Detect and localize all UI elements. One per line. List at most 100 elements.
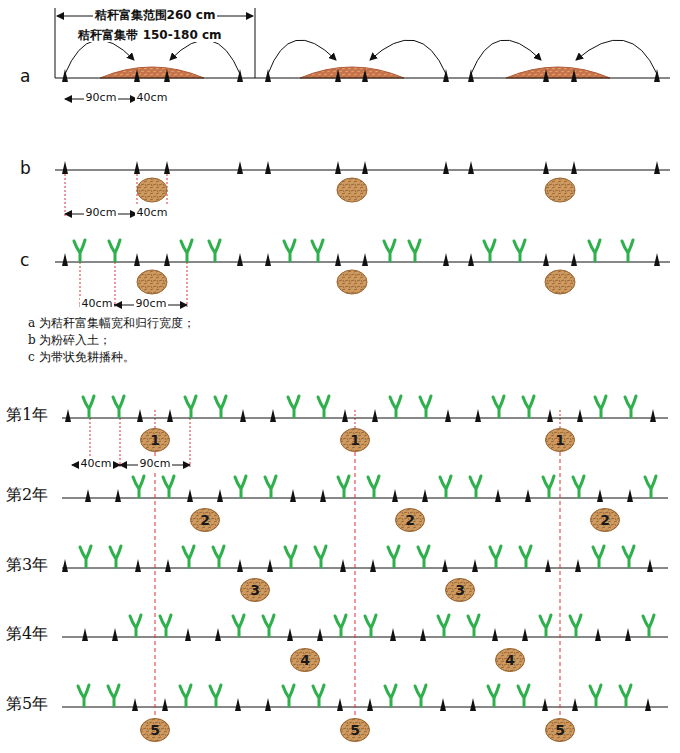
dimension-label: 90cm <box>84 206 119 219</box>
row-stake <box>543 161 549 174</box>
row-stake <box>650 409 656 422</box>
row-stake <box>237 253 243 266</box>
numbered-straw-pile: 5 <box>545 718 575 742</box>
caption-note: a 为秸秆富集幅宽和归行宽度； <box>28 316 195 330</box>
row-stake <box>372 409 378 422</box>
row-stake <box>492 628 498 641</box>
row-stake <box>495 489 501 502</box>
row-stake <box>237 69 243 82</box>
seedling <box>313 685 324 706</box>
numbered-straw-pile: 3 <box>445 578 475 602</box>
straw-pile <box>545 178 575 202</box>
dimension-label: 40cm <box>135 91 170 104</box>
seedling <box>493 396 504 417</box>
ground-line <box>55 78 670 79</box>
straw-pile <box>545 270 575 294</box>
row-stake <box>443 253 449 266</box>
row-stake <box>62 161 68 174</box>
row-stake <box>543 253 549 266</box>
seedling <box>318 396 329 417</box>
alignment-dashed-line <box>355 452 356 718</box>
row-stake <box>440 698 446 711</box>
seedling <box>570 615 581 636</box>
row-stake <box>370 559 376 572</box>
seedling <box>589 240 600 261</box>
ground-line <box>55 170 670 171</box>
pile-number: 4 <box>290 652 320 668</box>
numbered-straw-pile: 1 <box>140 428 170 452</box>
seedling <box>643 615 654 636</box>
seedling <box>523 396 534 417</box>
numbered-straw-pile: 4 <box>290 648 320 672</box>
row-stake <box>82 628 88 641</box>
seedling <box>520 546 531 567</box>
seedling <box>335 615 346 636</box>
row-stake <box>167 409 173 422</box>
seedling <box>390 396 401 417</box>
numbered-straw-pile: 2 <box>395 508 425 532</box>
straw-pile <box>337 178 367 202</box>
dimension-label: 40cm <box>79 457 114 470</box>
numbered-straw-pile: 1 <box>545 428 575 452</box>
row-stake <box>575 559 581 572</box>
pile-outline <box>496 649 525 672</box>
row-stake <box>470 698 476 711</box>
dimension-label: 40cm <box>80 297 115 310</box>
row-stake <box>164 253 170 266</box>
dimension-label: 90cm <box>84 91 119 104</box>
pile-number: 3 <box>240 582 270 598</box>
pile-number: 5 <box>545 722 575 738</box>
seedling <box>645 476 656 497</box>
pile-outline <box>396 509 425 532</box>
row-stake <box>317 628 323 641</box>
ground-line <box>62 498 668 499</box>
dimension-label: 第2年 <box>6 485 48 504</box>
seedling <box>625 396 636 417</box>
seedling <box>233 615 244 636</box>
row-stake <box>542 698 548 711</box>
row-stake <box>137 409 143 422</box>
seedling <box>488 685 499 706</box>
pile-number: 3 <box>445 582 475 598</box>
seedling <box>80 546 91 567</box>
seedling <box>590 685 601 706</box>
row-stake <box>237 161 243 174</box>
row-stake <box>134 161 140 174</box>
row-stake <box>654 253 660 266</box>
pile-number: 1 <box>340 432 370 448</box>
seedling <box>484 240 495 261</box>
caption-note: b 为粉碎入土； <box>28 333 112 347</box>
seedling <box>338 476 349 497</box>
seedling <box>263 615 274 636</box>
seedling <box>440 476 451 497</box>
row-stake <box>625 628 631 641</box>
straw-mound <box>506 67 610 78</box>
seedling <box>468 615 479 636</box>
seedling <box>209 240 220 261</box>
seedling <box>543 476 554 497</box>
dimension-label: 第5年 <box>6 694 48 713</box>
pile-outline <box>141 429 170 452</box>
pile-outline <box>191 509 220 532</box>
row-stake <box>265 161 271 174</box>
seedling <box>265 476 276 497</box>
seedling <box>185 396 196 417</box>
row-stake <box>320 489 326 502</box>
numbered-straw-pile: 2 <box>190 508 220 532</box>
row-stake <box>572 698 578 711</box>
row-stake <box>337 698 343 711</box>
row-stake <box>654 69 660 82</box>
row-stake <box>132 698 138 711</box>
row-stake <box>134 69 140 82</box>
row-stake <box>422 489 428 502</box>
row-stake <box>571 161 577 174</box>
row-stake <box>267 559 273 572</box>
pile-outline <box>546 429 575 452</box>
row-stake <box>571 69 577 82</box>
dimension-label: 秸秆富集范围260 cm <box>93 8 218 22</box>
seedling <box>593 546 604 567</box>
row-stake <box>215 628 221 641</box>
dimension-label: 第3年 <box>6 555 48 574</box>
row-stake <box>654 161 660 174</box>
seedling <box>180 685 191 706</box>
